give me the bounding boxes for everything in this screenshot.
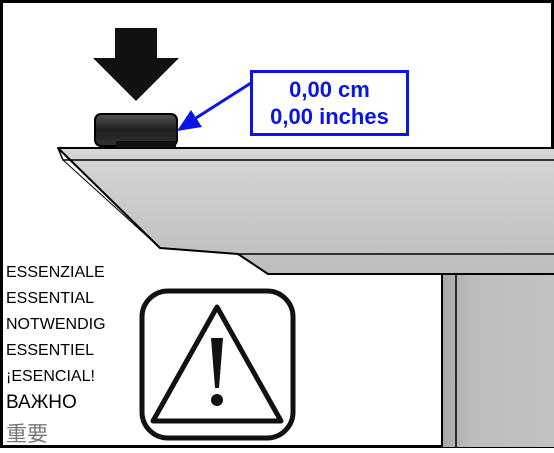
warning-word-german: NOTWENDIG xyxy=(6,316,106,333)
measurement-cm: 0,00 cm xyxy=(289,77,370,102)
warning-triangle-icon xyxy=(139,288,296,441)
warning-word-russian: ВАЖНО xyxy=(6,392,77,413)
down-arrow-icon xyxy=(93,28,179,101)
foot-pad xyxy=(94,113,178,148)
table-leg xyxy=(441,261,554,449)
warning-word-italian: ESSENZIALE xyxy=(6,264,105,281)
warning-word-spanish: ¡ESENCIAL! xyxy=(6,368,95,385)
callout-pointer xyxy=(177,81,252,131)
measurement-inches: 0,00 inches xyxy=(270,104,389,129)
warning-word-french: ESSENTIEL xyxy=(6,342,95,359)
warning-word-english: ESSENTIAL xyxy=(6,290,95,307)
table-top xyxy=(57,147,554,275)
warning-word-chinese: 重要 xyxy=(6,423,48,446)
measurement-callout: 0,00 cm 0,00 inches xyxy=(250,70,409,136)
